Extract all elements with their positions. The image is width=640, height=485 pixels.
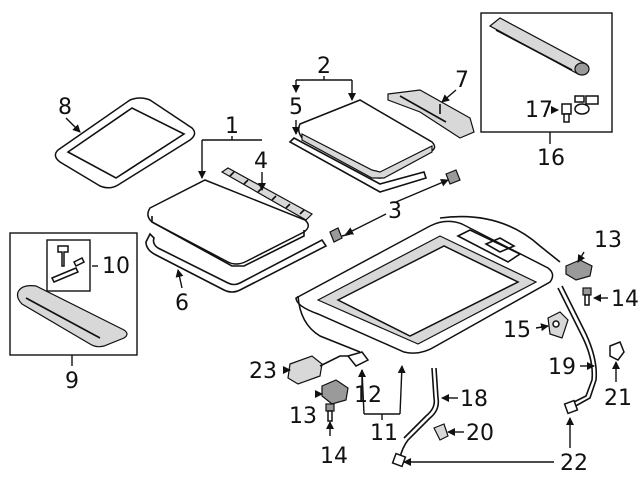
callout-16: 16 [537,146,565,171]
part-21-clip [609,341,625,361]
drain-hoses [297,215,561,353]
part-14-bolt-lower [325,403,335,422]
part-18-cable [391,367,440,468]
part-23-module [287,355,350,385]
callout-21: 21 [604,386,632,411]
callout-2: 2 [317,54,331,79]
callout-9: 9 [65,369,79,394]
callout-8: 8 [58,95,72,120]
part-5-frame-seal [288,137,428,193]
callout-3: 3 [388,199,402,224]
callout-labels: 8 1 4 2 5 7 3 17 16 10 9 6 13 14 15 19 2… [58,54,639,476]
callout-14-right: 14 [611,287,639,312]
callout-20: 20 [466,421,494,446]
callout-4: 4 [254,149,268,174]
part-8-seal [54,97,196,189]
part-7-bracket [387,89,475,139]
part-20-clip [433,423,449,441]
callout-10: 10 [102,254,130,279]
callout-7: 7 [455,68,469,93]
callout-15: 15 [503,318,531,343]
callout-6: 6 [175,291,189,316]
callout-12: 12 [354,383,382,408]
callout-13-lower: 13 [289,404,317,429]
part-13-motor-lower [321,379,349,405]
callout-11: 11 [370,421,398,446]
callout-13-right: 13 [594,228,622,253]
part-19-cable [557,285,598,415]
callout-5: 5 [289,95,303,120]
part-2-rear-glass [297,99,436,179]
part-11-frame [295,220,554,354]
part-9-wind-deflector [16,285,128,348]
part-1-glass-panel [147,179,309,267]
callout-19: 19 [548,355,576,380]
inset-box-9 [9,232,138,356]
callout-1: 1 [225,114,239,139]
inset-box-16 [480,12,613,133]
callout-23: 23 [249,359,277,384]
part-13-bracket-right [565,259,593,281]
part-12-connector [346,351,370,367]
part-10-screws [50,245,86,283]
part-3-screws [329,169,461,243]
leader-lines [65,76,620,466]
callout-18: 18 [460,387,488,412]
callout-17: 17 [525,98,553,123]
callout-22: 22 [560,451,588,476]
part-15-bracket [547,311,569,339]
part-16-shade-roller [488,17,590,76]
callout-14-lower: 14 [320,444,348,469]
part-14-bolt-right [582,287,592,306]
part-17-clips [561,95,599,123]
part-6-seal [145,232,328,293]
